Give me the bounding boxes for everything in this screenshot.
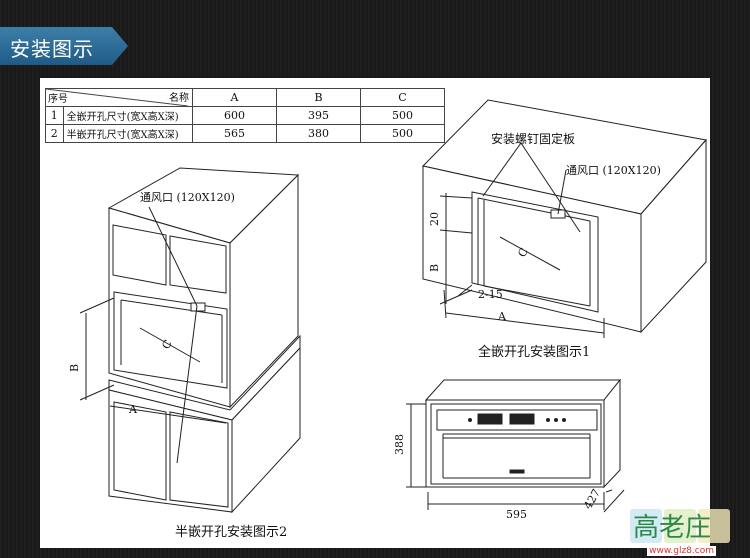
full-embed-caption: 全嵌开孔安装图示1 <box>478 344 590 360</box>
diagonal-header-cell: 序号 名称 <box>45 88 193 107</box>
header-index-label: 序号 <box>48 94 68 105</box>
cell-a: 565 <box>192 124 277 143</box>
dim-b: B <box>68 364 81 372</box>
spec-table: 序号 名称 A B C 1 全嵌开孔尺寸(宽X高X深) 600 395 500 … <box>45 88 445 143</box>
diagonal-line <box>46 89 188 106</box>
watermark-text: 高老庄 <box>633 513 711 543</box>
watermark-url: www.glz8.com <box>647 546 716 556</box>
cell-a: 600 <box>192 106 277 125</box>
dim-b: B <box>428 264 441 272</box>
bracket-label: 安装螺钉固定板 <box>491 131 575 146</box>
full-embed-diagram <box>422 99 707 338</box>
cell-c: 500 <box>360 124 445 143</box>
half-embed-diagram <box>79 167 301 514</box>
dim-20: 20 <box>428 212 441 226</box>
half-embed-caption: 半嵌开孔安装图示2 <box>175 525 287 540</box>
dim-depth: 427 <box>581 487 603 512</box>
row-label: 半嵌开孔尺寸(宽X高X深) <box>62 124 194 143</box>
dim-height: 388 <box>393 434 406 455</box>
table-row: 2 半嵌开孔尺寸(宽X高X深) 565 380 500 <box>45 124 445 143</box>
header-name-label: 名称 <box>169 93 189 104</box>
watermark-logo: 高老庄 <box>630 509 730 543</box>
dim-gap: 2-15 <box>478 288 503 301</box>
dim-a: A <box>497 310 507 323</box>
section-title: 安装图示 <box>10 37 94 61</box>
dim-width: 595 <box>506 508 527 521</box>
vent-label: 通风口 (120X120) <box>566 164 661 177</box>
cell-b: 380 <box>276 124 361 143</box>
half-embed-labels: 通风口 (120X120) B C A 半嵌开孔安装图示2 <box>68 191 287 540</box>
vent-label: 通风口 (120X120) <box>140 191 235 204</box>
full-embed-labels: 安装螺钉固定板 通风口 (120X120) 20 B C 2-15 A 全嵌开孔… <box>428 131 661 360</box>
section-title-tab <box>0 27 128 65</box>
oven-diagram <box>406 378 625 513</box>
dim-a: A <box>128 403 138 416</box>
